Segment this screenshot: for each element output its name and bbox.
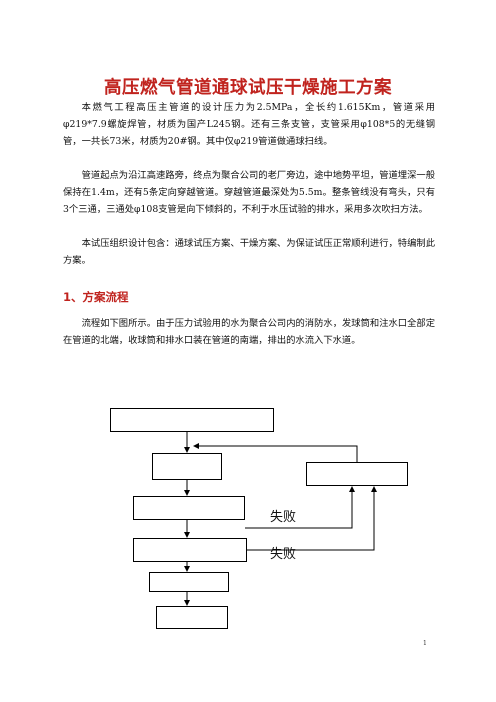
process-paragraph: 流程如下图所示。由于压力试验用的水为聚合公司内的消防水，发球筒和注水口全部定在管… — [63, 318, 435, 346]
document-title: 高压燃气管道通球试压干燥施工方案 — [104, 78, 392, 98]
fail-label-2: 失败 — [270, 547, 297, 562]
intro-paragraph-3: 本试压组织设计包含：通球试压方案、干燥方案、为保证试压正常顺利进行，特编制此方案… — [63, 238, 435, 266]
flow-box-2 — [152, 453, 222, 480]
flow-box-6 — [156, 606, 228, 629]
section-heading-process: 1、方案流程 — [63, 290, 129, 304]
flow-box-4 — [133, 538, 247, 562]
intro-paragraph-2: 管道起点为沿江高速路旁，终点为聚合公司的老厂旁边，途中地势平坦，管道埋深一般保持… — [63, 170, 435, 215]
fail-label-1: 失败 — [270, 510, 297, 525]
flow-box-5 — [149, 572, 229, 592]
page-number: 1 — [423, 640, 427, 647]
intro-paragraph-1: 本燃气工程高压主管道的设计压力为2.5MPa，全长约1.615Km，管道采用φ2… — [63, 102, 435, 147]
flow-box-3 — [133, 496, 245, 520]
flow-box-side — [306, 462, 408, 486]
flow-box-1 — [110, 408, 274, 432]
